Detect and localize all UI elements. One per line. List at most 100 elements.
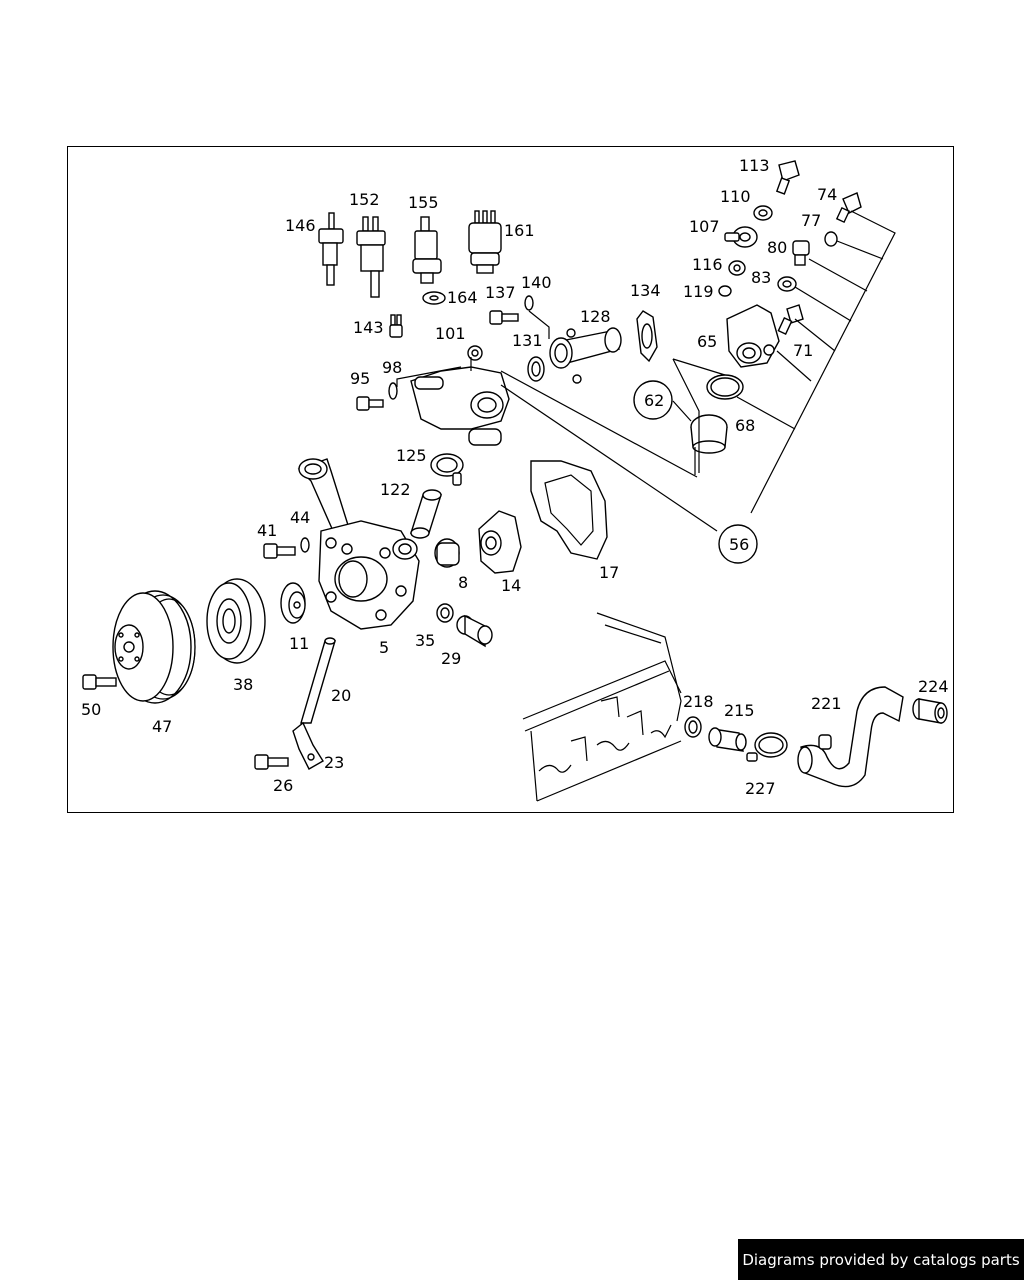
hose-clamp-227 — [746, 732, 788, 762]
thermostat-62 — [690, 414, 728, 454]
callout-110: 110 — [720, 187, 751, 206]
thermostat-cover-65 — [726, 304, 780, 368]
bolt-41 — [263, 543, 296, 559]
temperature-switch-155 — [412, 216, 442, 284]
o-ring-68 — [706, 374, 744, 400]
leader-lines — [396, 210, 896, 532]
callout-119: 119 — [683, 282, 714, 301]
exploded-parts-diagram: 113 74 110 77 107 80 116 83 119 71 65 14… — [81, 156, 949, 802]
callout-143: 143 — [353, 318, 384, 337]
callout-107: 107 — [689, 217, 720, 236]
gasket-17 — [530, 460, 608, 560]
water-pump-5 — [297, 458, 420, 630]
callout-113: 113 — [739, 156, 770, 175]
callout-164: 164 — [447, 288, 478, 307]
hose-221 — [797, 686, 904, 788]
washer-119 — [718, 285, 732, 297]
callout-137: 137 — [485, 283, 516, 302]
parts-diagram-frame: 113 74 110 77 107 80 116 83 119 71 65 14… — [67, 146, 954, 813]
pulley-38 — [206, 578, 266, 664]
belt-pulley-47 — [112, 590, 196, 704]
callout-5: 5 — [379, 638, 389, 657]
callout-98: 98 — [382, 358, 402, 377]
bolt-95 — [356, 396, 384, 411]
callout-116: 116 — [692, 255, 723, 274]
callout-155: 155 — [408, 193, 439, 212]
callout-26: 26 — [273, 776, 293, 795]
bolt-71 — [777, 304, 804, 335]
callout-227: 227 — [745, 779, 776, 798]
fitting-215 — [708, 727, 747, 752]
callout-41: 41 — [257, 521, 277, 540]
callout-140: 140 — [521, 273, 552, 292]
callout-11: 11 — [289, 634, 309, 653]
callout-71: 71 — [793, 341, 813, 360]
temperature-sensor-152 — [356, 216, 386, 298]
callout-161: 161 — [504, 221, 535, 240]
callout-50: 50 — [81, 700, 101, 719]
plug-80 — [792, 240, 810, 266]
water-pipe-125-122 — [410, 453, 464, 539]
washer-116 — [728, 260, 746, 276]
callout-125: 125 — [396, 446, 427, 465]
impeller-14 — [478, 510, 522, 574]
callout-95: 95 — [350, 369, 370, 388]
callout-35: 35 — [415, 631, 435, 650]
callout-122: 122 — [380, 480, 411, 499]
bolt-26 — [254, 754, 289, 770]
callout-38: 38 — [233, 675, 253, 694]
banjo-fitting-107 — [724, 226, 758, 248]
callout-146: 146 — [285, 216, 316, 235]
callout-17: 17 — [599, 563, 619, 582]
callout-134: 134 — [630, 281, 661, 300]
callout-44: 44 — [290, 508, 310, 527]
bolt-50 — [82, 674, 117, 690]
sensor-143 — [389, 314, 403, 338]
callout-80: 80 — [767, 238, 787, 257]
washer-77 — [824, 231, 838, 247]
callout-77: 77 — [801, 211, 821, 230]
washer-140 — [524, 295, 534, 311]
callout-101: 101 — [435, 324, 466, 343]
hub-11 — [280, 582, 306, 624]
callout-74: 74 — [817, 185, 837, 204]
plug-74 — [835, 192, 862, 224]
footer-credit-text: Diagrams provided by catalogs parts — [742, 1250, 1020, 1269]
temperature-switch-161 — [468, 210, 502, 274]
callout-83: 83 — [751, 268, 771, 287]
callout-62: 62 — [644, 391, 664, 410]
connector-224 — [912, 698, 948, 724]
pipe-20 — [300, 637, 336, 724]
o-ring-131 — [527, 356, 545, 382]
callout-circle-62 — [633, 380, 673, 420]
washer-110 — [753, 205, 773, 221]
bushing-8 — [434, 538, 460, 568]
callout-14: 14 — [501, 576, 521, 595]
callout-56: 56 — [729, 535, 749, 554]
callout-8: 8 — [458, 573, 468, 592]
banjo-bolt-113 — [775, 160, 800, 195]
callout-20: 20 — [331, 686, 351, 705]
fitting-29 — [456, 614, 493, 648]
washer-98 — [388, 382, 398, 400]
callout-218: 218 — [683, 692, 714, 711]
sealing-ring-164 — [422, 291, 446, 305]
callout-68: 68 — [735, 416, 755, 435]
connection-pipe-128 — [549, 327, 622, 384]
callout-65: 65 — [697, 332, 717, 351]
bracket-23 — [292, 721, 324, 770]
sealing-ring-218 — [684, 716, 702, 738]
callout-23: 23 — [324, 753, 344, 772]
gasket-134 — [636, 310, 658, 363]
o-ring-35 — [436, 603, 454, 623]
bolt-137 — [489, 310, 519, 325]
washer-83 — [777, 276, 797, 292]
washer-44 — [300, 537, 310, 553]
callout-152: 152 — [349, 190, 380, 209]
callout-215: 215 — [724, 701, 755, 720]
temperature-sensor-146 — [318, 212, 344, 286]
callout-circle-56 — [718, 524, 758, 564]
thermostat-housing-101 — [410, 345, 510, 446]
callout-128: 128 — [580, 307, 611, 326]
callout-29: 29 — [441, 649, 461, 668]
